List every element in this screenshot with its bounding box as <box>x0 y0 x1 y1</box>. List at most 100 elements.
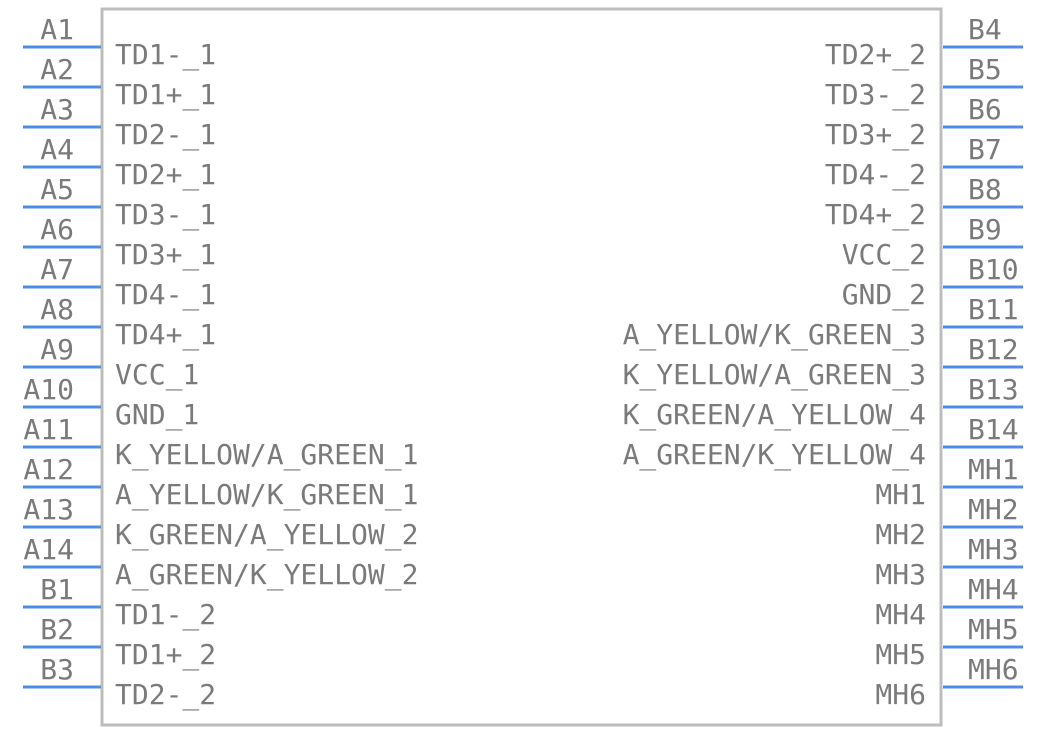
pin-name: VCC_2 <box>842 238 926 272</box>
pin-number: B8 <box>968 173 1002 206</box>
pin-name: TD1-_1 <box>115 38 216 72</box>
pin-name: A_GREEN/K_YELLOW_4 <box>623 438 926 472</box>
pin-number: A11 <box>23 413 74 446</box>
pin-name: K_YELLOW/A_GREEN_3 <box>623 358 926 392</box>
pin-number: MH5 <box>968 613 1019 646</box>
pin-number: B13 <box>968 373 1019 406</box>
pin-number: MH6 <box>968 653 1019 686</box>
pin-name: K_YELLOW/A_GREEN_1 <box>115 438 418 472</box>
pin-name: TD1-_2 <box>115 598 216 632</box>
pin-number: A7 <box>40 253 74 286</box>
pin-number: B3 <box>40 653 74 686</box>
pin-name: TD2-_2 <box>115 678 216 712</box>
pin-number: MH3 <box>968 533 1019 566</box>
pin-number: A1 <box>40 13 74 46</box>
pin-number: A9 <box>40 333 74 366</box>
pin-number: B12 <box>968 333 1019 366</box>
pin-number: B14 <box>968 413 1019 446</box>
pin-name: TD2+_1 <box>115 158 216 192</box>
pin-name: MH2 <box>875 518 926 551</box>
pin-name: TD3-_1 <box>115 198 216 232</box>
pin-number: A5 <box>40 173 74 206</box>
pin-name: TD1+_1 <box>115 78 216 112</box>
pin-name: TD4-_2 <box>825 158 926 192</box>
pin-number: B1 <box>40 573 74 606</box>
pin-name: MH4 <box>875 598 926 631</box>
pin-name: TD4+_2 <box>825 198 926 232</box>
pin-number: A6 <box>40 213 74 246</box>
pin-name: K_GREEN/A_YELLOW_2 <box>115 518 418 552</box>
pin-name: MH6 <box>875 678 926 711</box>
pin-name: TD4+_1 <box>115 318 216 352</box>
pin-name: MH1 <box>875 478 926 511</box>
pin-name: TD3-_2 <box>825 78 926 112</box>
pin-number: B7 <box>968 133 1002 166</box>
pin-name: A_YELLOW/K_GREEN_1 <box>115 478 418 512</box>
pin-number: B4 <box>968 13 1002 46</box>
pin-number: B5 <box>968 53 1002 86</box>
pin-number: B9 <box>968 213 1002 246</box>
pin-number: A2 <box>40 53 74 86</box>
pin-number: MH2 <box>968 493 1019 526</box>
pin-name: TD4-_1 <box>115 278 216 312</box>
pin-name: VCC_1 <box>115 358 199 392</box>
component-body <box>100 7 943 727</box>
pin-number: A8 <box>40 293 74 326</box>
pin-number: B2 <box>40 613 74 646</box>
pin-name: TD2-_1 <box>115 118 216 152</box>
pin-number: A4 <box>40 133 74 166</box>
pin-number: A14 <box>23 533 74 566</box>
pin-number: B6 <box>968 93 1002 126</box>
pin-number: A12 <box>23 453 74 486</box>
left-pin-group: A1TD1-_1A2TD1+_1A3TD2-_1A4TD2+_1A5TD3-_1… <box>23 13 418 712</box>
pin-number: B11 <box>968 293 1019 326</box>
pin-number: A10 <box>23 373 74 406</box>
pin-number: MH4 <box>968 573 1019 606</box>
pin-name: A_GREEN/K_YELLOW_2 <box>115 558 418 592</box>
pin-number: A13 <box>23 493 74 526</box>
pin-name: TD2+_2 <box>825 38 926 72</box>
pin-name: GND_1 <box>115 398 199 432</box>
pin-name: TD3+_1 <box>115 238 216 272</box>
pin-name: TD3+_2 <box>825 118 926 152</box>
pin-name: GND_2 <box>842 278 926 312</box>
pin-name: MH5 <box>875 638 926 671</box>
pin-name: TD1+_2 <box>115 638 216 672</box>
pin-name: MH3 <box>875 558 926 591</box>
